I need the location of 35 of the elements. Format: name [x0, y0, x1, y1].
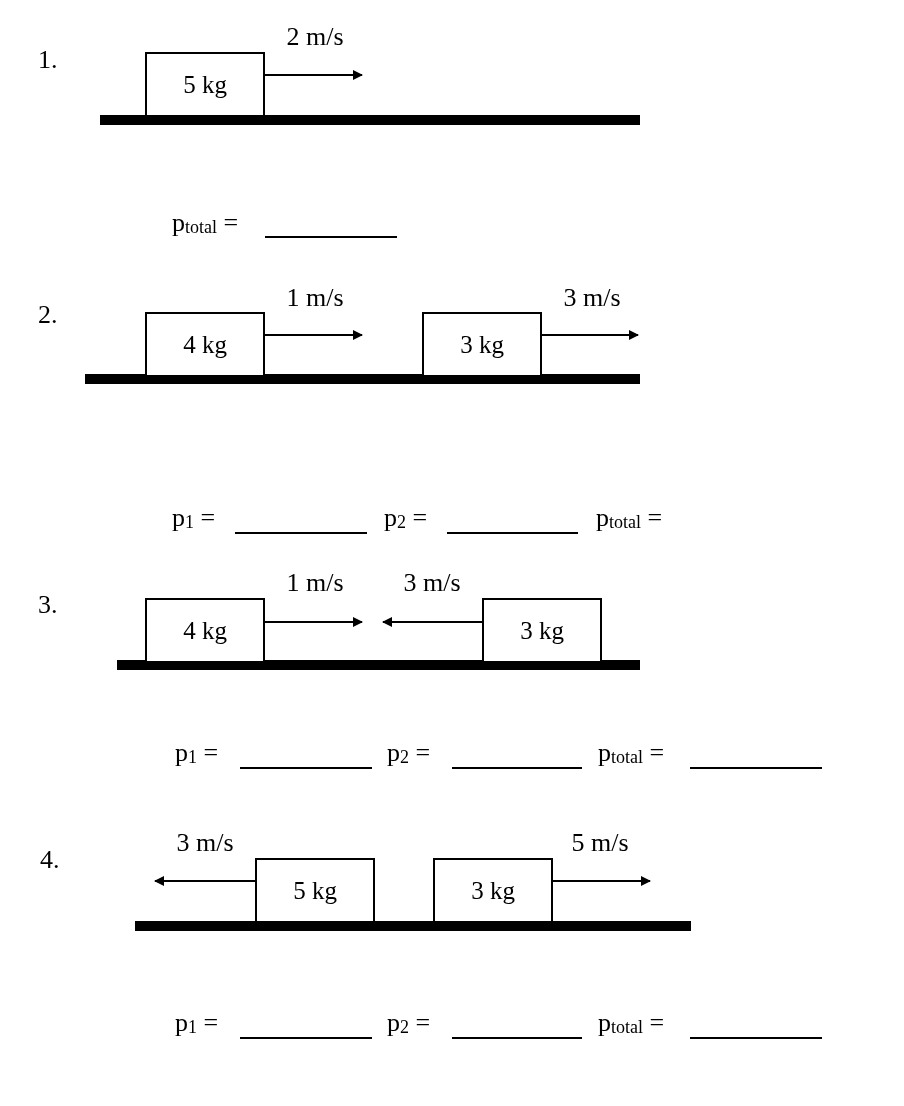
mass-block	[145, 598, 265, 663]
equation-label: p$_{total}$ =	[596, 503, 663, 534]
equation-label: p$_{2}$ =	[387, 738, 431, 769]
mass-block	[433, 858, 553, 923]
mass-label: 3 kg	[520, 616, 564, 645]
equation-label: p$_{2}$ =	[384, 503, 428, 534]
velocity-label: 3 m/s	[563, 283, 621, 313]
mass-block	[145, 312, 265, 377]
velocity-label: 1 m/s	[286, 283, 344, 313]
velocity-label: 3 m/s	[176, 828, 234, 858]
equation-label: p$_{1}$ =	[172, 503, 216, 534]
velocity-label: 2 m/s	[286, 22, 344, 52]
problem-number: 3.	[38, 590, 58, 620]
mass-block	[255, 858, 375, 923]
velocity-label: 1 m/s	[286, 568, 344, 598]
mass-label: 3 kg	[471, 876, 515, 905]
equation-label: p$_{1}$ =	[175, 1008, 219, 1039]
mass-label: 3 kg	[460, 330, 504, 359]
mass-label: 4 kg	[183, 330, 227, 359]
mass-block	[145, 52, 265, 117]
problem-number: 2.	[38, 300, 58, 330]
equation-label: p$_{total}$ =	[172, 208, 239, 239]
problem-number: 4.	[40, 845, 60, 875]
equation-label: p$_{1}$ =	[175, 738, 219, 769]
velocity-label: 5 m/s	[571, 828, 629, 858]
equation-label: p$_{total}$ =	[598, 738, 665, 769]
problem-number: 1.	[38, 45, 58, 75]
mass-label: 5 kg	[293, 876, 337, 905]
equation-label: p$_{total}$ =	[598, 1008, 665, 1039]
mass-block	[482, 598, 602, 663]
velocity-label: 3 m/s	[403, 568, 461, 598]
equation-label: p$_{2}$ =	[387, 1008, 431, 1039]
mass-label: 5 kg	[183, 70, 227, 99]
mass-label: 4 kg	[183, 616, 227, 645]
mass-block	[422, 312, 542, 377]
